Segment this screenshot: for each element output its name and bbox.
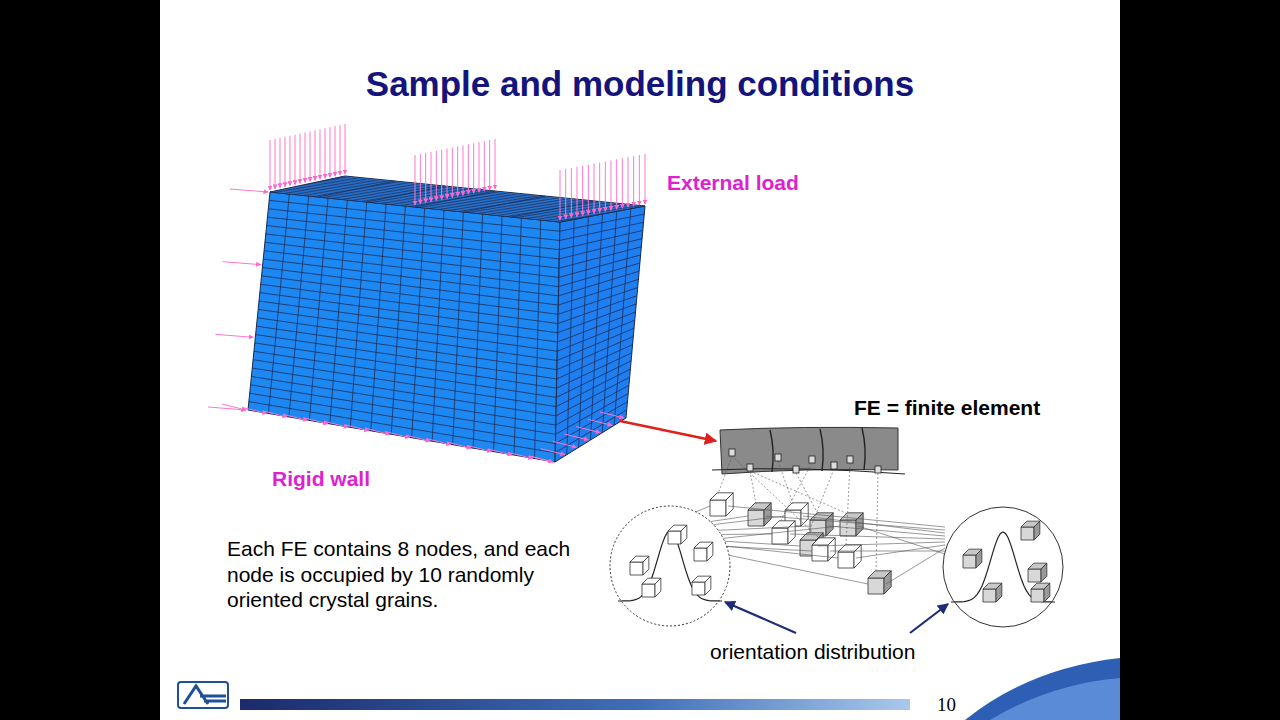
zoom-arrow (620, 421, 716, 441)
mesh-block (248, 176, 645, 462)
load-arrows (208, 124, 645, 462)
model-note: Each FE contains 8 nodes, and each node … (227, 536, 587, 613)
pointer-arrows (725, 602, 948, 633)
orientation-distribution-circle (943, 507, 1063, 627)
page-number: 10 (937, 694, 956, 717)
orientation-distribution-circle (610, 506, 730, 626)
distribution-label: orientation distribution (710, 639, 915, 664)
slide-footer (178, 658, 1120, 720)
crystal-grains (710, 493, 891, 594)
wall-label: Rigid wall (272, 466, 370, 491)
slide-title: Sample and modeling conditions (160, 63, 1120, 105)
finite-element-strip (712, 427, 905, 474)
fe-definition: FE = finite element (854, 395, 1040, 420)
load-label: External load (667, 170, 799, 195)
